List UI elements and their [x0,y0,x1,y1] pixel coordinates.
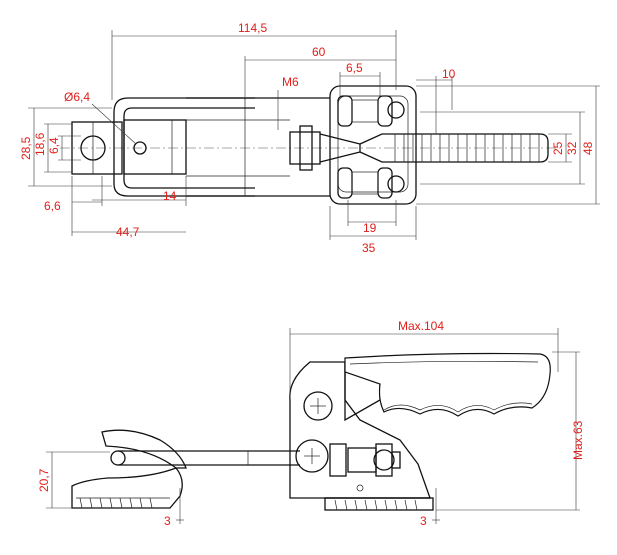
dim-overall-length: 114,5 [238,21,267,35]
hook-bracket [123,119,187,175]
dim-handle-width-inner: 25 [551,141,565,155]
side-view: Max.104 Max.63 20,7 3 3 [37,319,585,528]
dim-base-width-inner: 19 [363,221,377,235]
dim-max-length: Max.104 [398,319,444,333]
dim-hook-height: 20,7 [37,468,51,492]
handle-grip [359,133,549,163]
dim-height-inner: 6,4 [47,137,61,154]
dim-base-width-outer: 35 [362,241,376,255]
nut-lower-left [337,167,353,199]
dim-base-offset: 6,6 [44,199,61,213]
hook-pivot [110,450,126,466]
dim-hook-length: 44,7 [116,225,140,239]
clamp-body [329,85,417,205]
dim-height-outer: 28,5 [19,136,33,160]
top-view: 114,5 60 M6 6,5 10 Ø6,4 28,5 18,6 6,4 6,… [19,21,600,255]
upper-pivot [303,391,333,421]
handle-grip-side [344,352,551,417]
dim-handle-length: 60 [312,45,326,59]
dim-nut-offset: 10 [442,67,456,81]
hook-tip [101,429,187,469]
dim-slot-width: 14 [163,189,177,203]
dim-handle-width-mid: 32 [565,141,579,155]
dim-hole-diameter: Ø6,4 [64,90,90,104]
hook-base-plate [71,121,123,175]
side-nut-right [375,443,393,477]
dim-handle-width-outer: 48 [581,141,595,155]
nut-lower-right [377,167,393,199]
dim-thread: M6 [282,75,299,89]
dim-base-thickness: 3 [420,514,427,528]
u-bolt-outer [113,97,255,197]
dim-nut-width: 6,5 [346,61,363,75]
hook-base [71,467,183,509]
side-nut-left [329,443,347,477]
nut-upper-left [337,95,353,127]
side-base-plate [324,497,434,511]
lower-pivot [295,439,329,473]
dim-height-mid: 18,6 [33,132,47,156]
pivot-hole [133,141,147,155]
dim-hook-base-thickness: 3 [164,514,171,528]
threaded-link [289,131,321,165]
nut-upper-right [377,95,393,127]
dim-max-height: Max.63 [571,420,585,460]
